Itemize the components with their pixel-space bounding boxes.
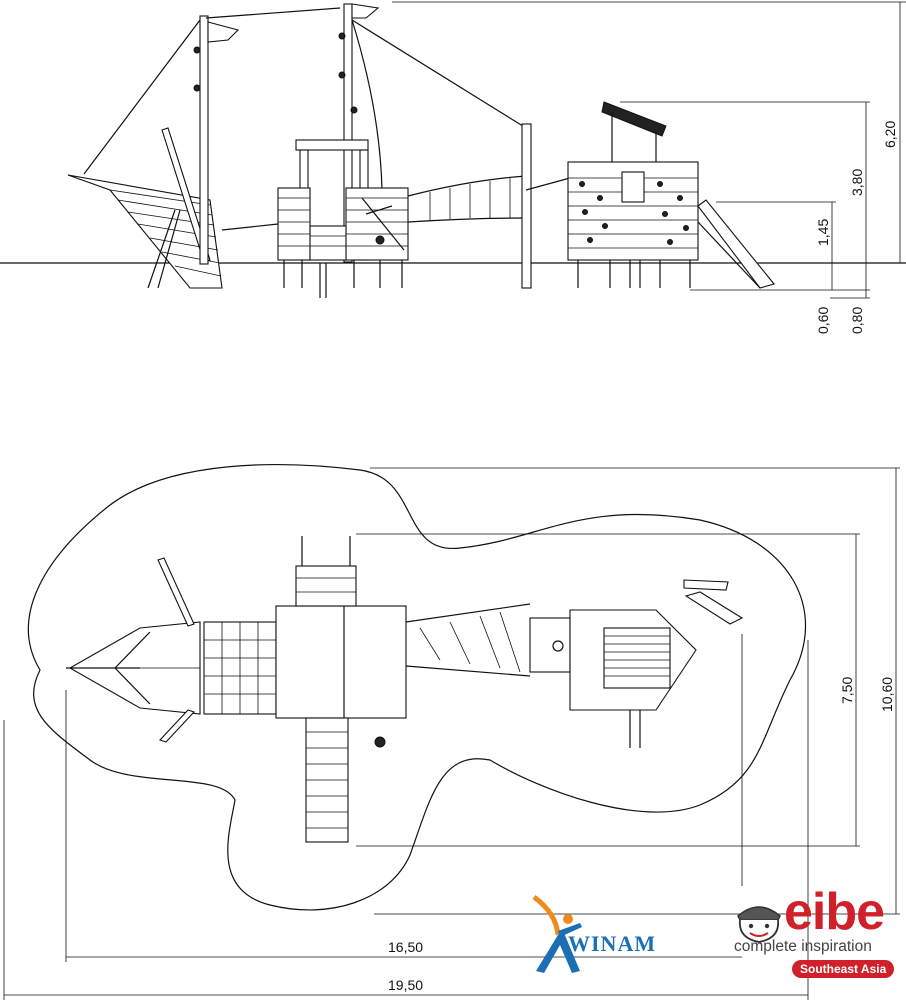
plan-view: 7,50 10,60 16,50 19,50 [3, 464, 900, 1000]
ramp-plan [305, 717, 349, 843]
front-mast [83, 7, 341, 265]
plan-dimensions [3, 467, 900, 1000]
first-tower [277, 139, 409, 298]
dim-elevation-total-height: 6,20 [882, 121, 898, 148]
winam-wordmark: WINAM [568, 931, 657, 956]
dim-plan-inner-length: 16,50 [388, 939, 423, 955]
ship-hull [67, 127, 223, 289]
rope-bridge [221, 123, 571, 289]
dim-plan-inner-depth: 7,50 [839, 677, 855, 704]
dim-plan-outer-length: 19,50 [388, 977, 423, 993]
dim-elevation-platform-height: 3,80 [849, 169, 865, 196]
dim-plan-outer-depth: 10,60 [879, 677, 895, 712]
dim-elevation-deck-height: 1,45 [815, 219, 831, 246]
elevation-dimensions [392, 1, 906, 299]
eibe-tagline: complete inspiration [734, 938, 872, 955]
dim-elevation-foundation-b: 0,80 [849, 307, 865, 334]
rope-bridge-plan [405, 603, 571, 677]
eibe-logo: eibe complete inspiration Southeast Asia [728, 883, 903, 988]
ship-deck-plan [66, 557, 201, 743]
climbing-house [567, 101, 775, 289]
house-plan [569, 579, 744, 748]
dim-elevation-foundation-a: 0,60 [815, 307, 831, 334]
climbing-net [203, 621, 277, 715]
safety-area-outline [27, 464, 807, 911]
eibe-region-badge: Southeast Asia [792, 960, 895, 978]
eibe-wordmark: eibe [784, 883, 885, 941]
elevation-view: 6,20 3,80 1,45 0,60 0,80 [0, 1, 906, 334]
winam-logo: WINAM [528, 893, 698, 978]
tower-platform-plan [275, 536, 407, 748]
main-mast [338, 3, 527, 263]
winam-figure-icon [532, 894, 582, 973]
eibe-face-icon [737, 906, 781, 943]
